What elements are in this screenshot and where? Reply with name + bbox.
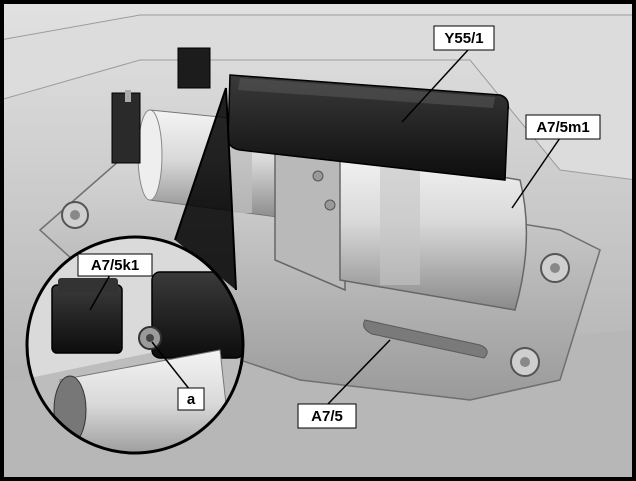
valve-block-highlight <box>238 78 495 108</box>
mounting-bolt <box>70 210 80 220</box>
connector-pin <box>125 90 131 102</box>
callout-label: A7/5m1 <box>536 119 589 136</box>
leader-line-y55-1 <box>401 49 469 123</box>
compressor-end-cap <box>137 109 163 201</box>
mounting-bolt <box>550 263 560 273</box>
leader-line-a7-5k1 <box>89 274 111 311</box>
callout-label: A7/5 <box>311 408 343 425</box>
relay-small <box>177 47 211 89</box>
mounting-bolt <box>520 357 530 367</box>
zoom-cone <box>175 88 236 290</box>
connector <box>111 92 141 164</box>
callout-a: a <box>177 387 205 411</box>
callout-a7-5: A7/5 <box>297 403 357 429</box>
leader-line-a7-5m1 <box>511 137 561 209</box>
motor-band <box>380 160 420 285</box>
tray-slot <box>363 319 488 359</box>
inset-fitting-a <box>146 334 154 342</box>
callout-label: A7/5k1 <box>91 257 139 274</box>
callout-label: Y55/1 <box>444 30 483 47</box>
callout-y55-1: Y55/1 <box>433 25 495 51</box>
bracket-screw <box>324 199 336 211</box>
inset-relay-top <box>58 278 118 292</box>
leader-line-a7-5 <box>326 339 391 406</box>
leader-line-a <box>151 341 191 391</box>
callout-a7-5k1: A7/5k1 <box>77 253 153 277</box>
housing-wall <box>0 14 636 181</box>
callout-a7-5m1: A7/5m1 <box>525 114 601 140</box>
inset-relay-a7-5k1 <box>51 284 123 354</box>
callout-label: a <box>187 391 196 408</box>
bracket-screw <box>312 170 324 182</box>
